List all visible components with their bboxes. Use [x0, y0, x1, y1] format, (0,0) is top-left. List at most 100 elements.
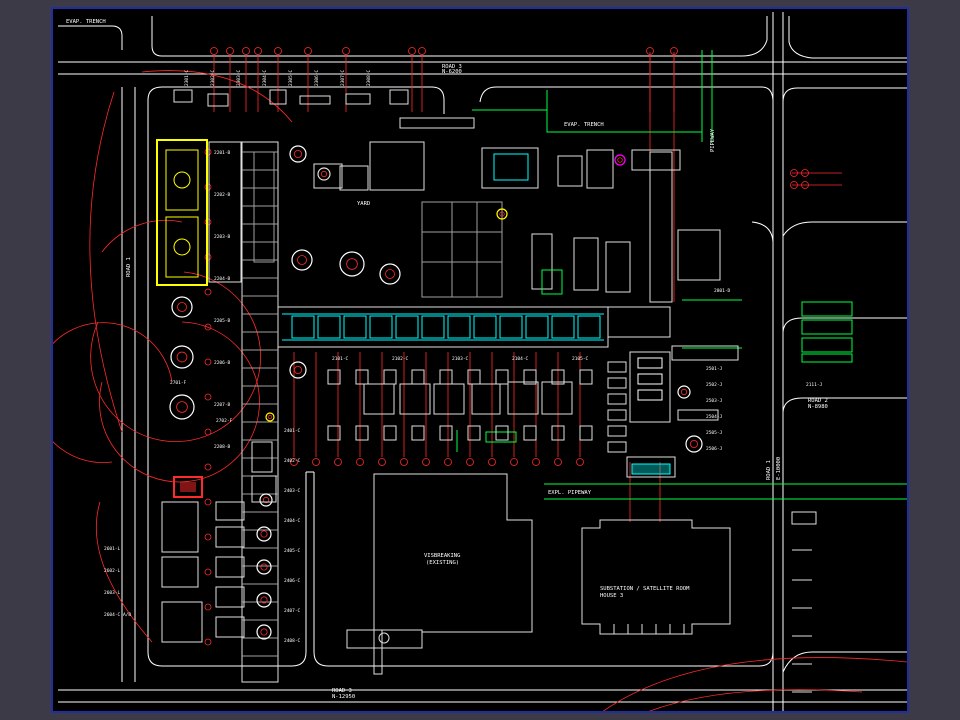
label-road-3-bottom: ROAD 3	[332, 688, 352, 694]
legend-box	[791, 511, 817, 525]
vessel-nozzle	[293, 365, 302, 374]
swing-arc-1	[89, 91, 123, 433]
plot-right-edge	[313, 472, 774, 667]
equipment-block	[251, 475, 277, 503]
vessel-nozzle	[297, 255, 307, 265]
block-top-left-corner	[58, 25, 123, 50]
tag-label-misc: 2801-D	[714, 288, 731, 294]
vessel	[256, 526, 272, 542]
grid-bubble-right-2	[790, 181, 798, 189]
tag-label-right: 2503-J	[706, 398, 723, 404]
equipment-block	[637, 389, 663, 401]
tag-label-right: 2502-J	[706, 382, 723, 388]
grid-bubble-mid	[554, 458, 562, 466]
tag-label-top: 2306-C	[314, 69, 320, 86]
equipment-block	[541, 269, 563, 295]
tag-box	[607, 409, 627, 421]
grid-bubble-left	[204, 463, 212, 471]
tag-label-misc: 2111-J	[806, 382, 823, 388]
equipment-block	[637, 373, 663, 385]
tag-label-left: 2207-B	[214, 402, 231, 408]
tag-label-right: 2501-J	[706, 366, 723, 372]
label-road-3-top: ROAD 3	[442, 64, 462, 70]
equipment-block	[399, 117, 475, 129]
label-road-3-bottom-coord: N-12950	[332, 694, 355, 700]
swing-arc-8	[602, 657, 907, 711]
tag-label-top: 2305-C	[288, 69, 294, 86]
grid-bubble-top	[342, 47, 350, 55]
equipment-block	[215, 526, 245, 548]
tag-label-left: 2201-B	[214, 150, 231, 156]
grid-bubble-top	[274, 47, 282, 55]
equipment-block	[363, 383, 395, 415]
right-road-block-1	[782, 87, 907, 103]
equipment-block	[677, 229, 721, 281]
vessel-nozzle	[346, 258, 358, 270]
swing-arc-5	[53, 322, 173, 463]
vessel-nozzle	[177, 302, 187, 312]
tag-label-top: 2302-C	[210, 69, 216, 86]
vessel-nozzle	[690, 439, 699, 448]
vessel	[169, 394, 195, 420]
foundation-square	[551, 425, 565, 441]
tag-label-mid: 2404-C	[284, 518, 301, 524]
grid-bubble-left	[204, 288, 212, 296]
label-pipeway-vertical: PIPEWAY	[710, 128, 716, 152]
label-road-1-right-coord: E-10000	[776, 457, 782, 480]
tag-label-top: 2303-C	[236, 69, 242, 86]
label-substation-1: SUBSTATION / SATELLITE ROOM	[600, 586, 690, 592]
vessel	[339, 251, 365, 277]
grid-bubble-left	[204, 533, 212, 541]
visbreaking-stack	[378, 632, 390, 644]
block-right-corner	[788, 16, 907, 59]
tag-label-top: 2307-C	[340, 69, 346, 86]
equipment-block	[173, 89, 193, 103]
foundation-square	[495, 369, 509, 385]
grid-bubble-left	[204, 393, 212, 401]
label-road-1-right: ROAD 1	[766, 460, 772, 480]
vessel-nozzle	[293, 149, 302, 158]
tag-label-mid: 2408-C	[284, 638, 301, 644]
substation-outline	[581, 519, 731, 635]
swing-arc-7	[141, 70, 293, 123]
grid-bubble-left	[204, 498, 212, 506]
green-line-3	[546, 90, 702, 133]
equipment-block	[586, 149, 614, 189]
grid-bubble-left	[204, 603, 212, 611]
vessel	[317, 167, 331, 181]
vessel-nozzle	[260, 628, 268, 636]
drawing-labels: EVAP. TRENCH ROAD 3 N-6200 EVAP. TRENCH …	[66, 19, 828, 700]
equipment-block	[629, 351, 671, 423]
grid-bubble-mid	[312, 458, 320, 466]
foundation-square	[411, 369, 425, 385]
vessel	[289, 145, 307, 163]
green-box-2	[801, 319, 853, 335]
equipment-block	[207, 93, 229, 107]
grid-bubble-top	[408, 47, 416, 55]
grid-bubble-top	[210, 47, 218, 55]
swing-arc-9	[648, 689, 863, 711]
swing-arc-3	[90, 271, 261, 442]
foundation-square	[439, 425, 453, 441]
foundation-square	[327, 369, 341, 385]
heater-stack-2	[173, 238, 191, 256]
reactor-frame-1	[173, 476, 203, 498]
tag-box	[607, 393, 627, 405]
grid-bubble-mid	[488, 458, 496, 466]
tag-label-lower: 2604-C A/B	[104, 612, 131, 618]
tag-label-mid: 2407-C	[284, 608, 301, 614]
heater-outline-1	[156, 139, 208, 286]
fired-heaters	[156, 139, 242, 498]
equipment-block	[671, 345, 739, 361]
equipment-block	[161, 556, 199, 588]
label-expl-pipeway: EXPL. PIPEWAY	[548, 490, 592, 496]
label-visbreaking-1: VISBREAKING	[424, 553, 460, 559]
tag-label-left: 2208-B	[214, 444, 231, 450]
grid-bubble-top	[254, 47, 262, 55]
grid-bubble-left	[204, 358, 212, 366]
foundation-square	[495, 425, 509, 441]
grid-bubble-top	[242, 47, 250, 55]
vessel-nozzle	[680, 388, 688, 396]
swing-arc-4	[99, 321, 260, 483]
swing-arc-2	[101, 219, 183, 253]
